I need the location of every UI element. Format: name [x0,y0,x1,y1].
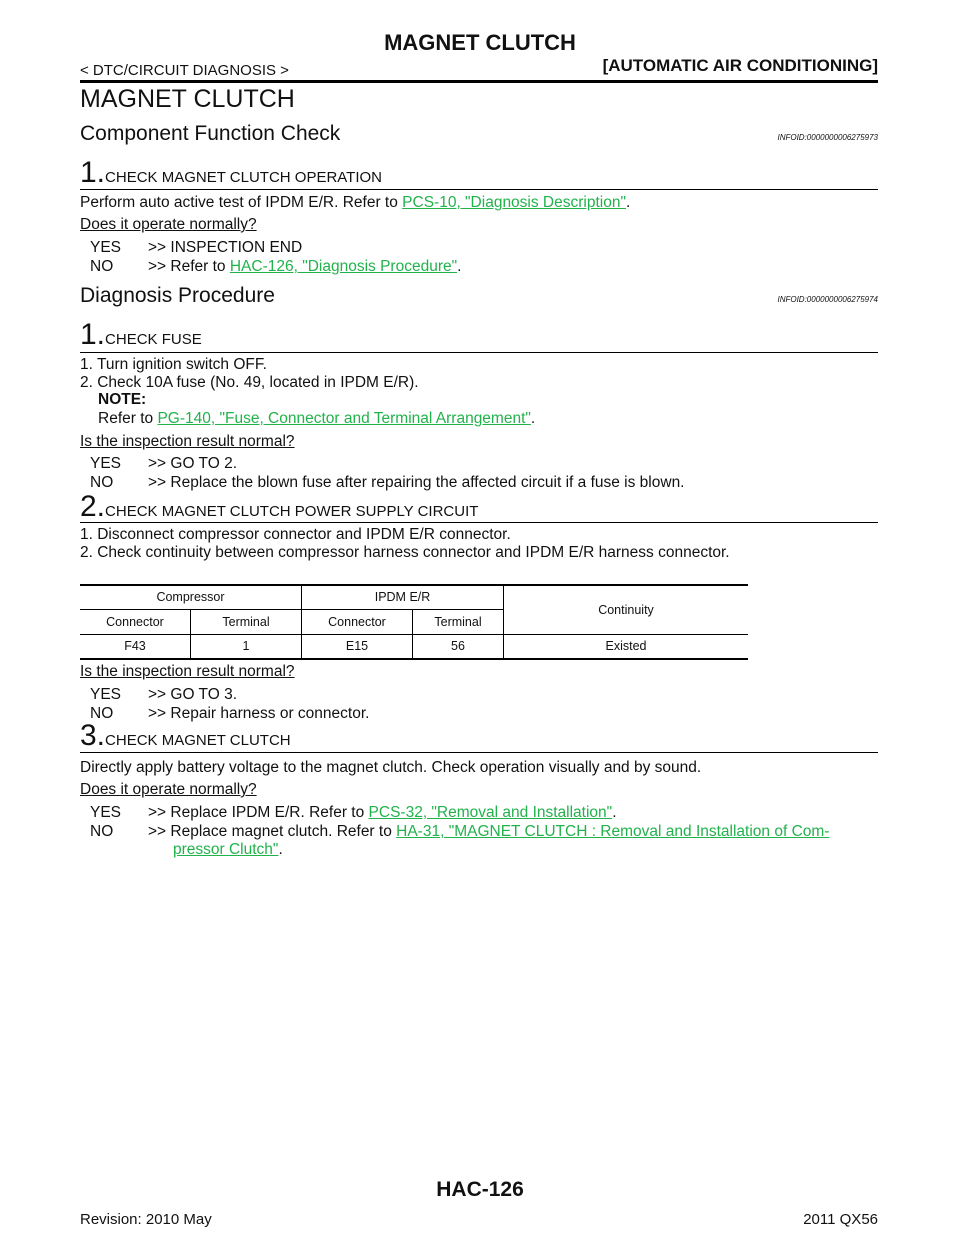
note-label: NOTE: [98,391,147,408]
step-rule [80,352,878,353]
table-cell: F43 [80,634,191,660]
table-cell: Existed [503,634,748,660]
infoid-component-check: INFOID:0000000006275973 [777,133,878,142]
step-title: CHECK MAGNET CLUTCH [105,732,291,749]
link-pcs-10[interactable]: PCS-10, "Diagnosis Description" [402,194,626,211]
text: Refer to [98,410,158,427]
answer-no-label: NO [90,823,114,840]
table-header: Connector [80,608,191,635]
link-pcs-32[interactable]: PCS-32, "Removal and Installation" [368,804,613,821]
text: . [530,410,536,427]
answer-no-label: NO [90,705,114,722]
text: >> Refer to [148,258,230,275]
answer-yes-label: YES [90,686,122,703]
step-title: CHECK MAGNET CLUTCH OPERATION [105,169,383,186]
answer-no-text: >> Replace magnet clutch. Refer to HA-31… [148,822,829,841]
text: . [612,804,617,821]
link-ha-31[interactable]: HA-31, "MAGNET CLUTCH : Removal and Inst… [396,823,830,840]
step-number: 1. [80,156,106,189]
table-header-row: Compressor IPDM E/R Continuity [80,584,748,635]
section-heading-diagnosis: Diagnosis Procedure [80,284,275,307]
table-header: Terminal [190,608,302,635]
answer-no-label: NO [90,474,114,491]
infoid-diagnosis: INFOID:0000000006275974 [777,295,878,304]
table-cell: 56 [412,634,504,660]
table-header: Connector [301,609,413,635]
step-title: CHECK FUSE [105,331,202,348]
answer-yes-text: >> GO TO 2. [148,455,238,472]
answer-no-text-continued: pressor Clutch". [173,840,283,859]
step-rule [80,522,878,523]
link-hac-126[interactable]: HAC-126, "Diagnosis Procedure" [229,258,458,275]
answer-yes-text: >> Replace IPDM E/R. Refer to PCS-32, "R… [148,803,617,822]
text: . [457,258,462,275]
question-text: Does it operate normally? [80,216,257,233]
text: >> Replace IPDM E/R. Refer to [148,804,369,821]
step-number: 2. [80,490,106,523]
step-rule [80,189,878,190]
answer-yes-text: >> GO TO 3. [148,686,238,703]
text: . [278,841,283,858]
model-text: 2011 QX56 [803,1211,878,1228]
step-rule [80,752,878,753]
revision-text: Revision: 2010 May [80,1211,212,1228]
list-item: 2. Check 10A fuse (No. 49, located in IP… [80,374,419,391]
table-header: Terminal [412,609,504,635]
question-text: Is the inspection result normal? [80,663,295,680]
note-text: Refer to PG-140, "Fuse, Connector and Te… [98,409,535,428]
page-title: MAGNET CLUTCH [80,85,295,113]
header-title: MAGNET CLUTCH [384,30,576,55]
answer-no-text: >> Repair harness or connector. [148,705,370,722]
list-item: 1. Disconnect compressor connector and I… [80,526,511,543]
list-item: 2. Check continuity between compressor h… [80,544,730,561]
step-title: CHECK MAGNET CLUTCH POWER SUPPLY CIRCUIT [105,503,479,520]
link-pg-140[interactable]: PG-140, "Fuse, Connector and Terminal Ar… [157,410,531,427]
table-header: Continuity [503,584,748,635]
table-row: F43 1 E15 56 Existed [80,634,748,660]
section-heading-component-check: Component Function Check [80,122,341,145]
step-heading-1: 1.CHECK MAGNET CLUTCH OPERATION [80,158,382,188]
step-heading-3: 3.CHECK MAGNET CLUTCH [80,721,291,751]
table-subheader-row: Connector Terminal Connector Terminal [80,608,748,635]
instruction-text: Directly apply battery voltage to the ma… [80,759,702,776]
link-ha-31-continued[interactable]: pressor Clutch" [173,841,279,858]
table-cell: 1 [190,634,302,660]
question-text: Is the inspection result normal? [80,433,295,450]
table-header: IPDM E/R [301,584,504,610]
step-number: 1. [80,318,106,351]
text: . [625,194,631,211]
question-text: Does it operate normally? [80,781,257,798]
answer-yes-label: YES [90,239,122,256]
header-rule [80,80,878,83]
header-section: < DTC/CIRCUIT DIAGNOSIS > [80,62,289,79]
step-heading-1: 1.CHECK FUSE [80,320,202,350]
answer-yes-text: >> INSPECTION END [148,239,303,256]
text: Perform auto active test of IPDM E/R. Re… [80,194,403,211]
answer-no-text: >> Replace the blown fuse after repairin… [148,474,685,491]
header-category: [AUTOMATIC AIR CONDITIONING] [602,56,878,75]
table-cell: E15 [301,634,413,660]
step-heading-2: 2.CHECK MAGNET CLUTCH POWER SUPPLY CIRCU… [80,492,478,522]
continuity-table: Compressor IPDM E/R Continuity Connector… [80,584,748,660]
table-header: Compressor [80,584,302,609]
answer-yes-label: YES [90,804,122,821]
list-item: 1. Turn ignition switch OFF. [80,356,267,373]
answer-no-text: >> Refer to HAC-126, "Diagnosis Procedur… [148,257,461,276]
page-number: HAC-126 [436,1178,524,1201]
text: >> Replace magnet clutch. Refer to [148,823,397,840]
step-number: 3. [80,719,106,752]
instruction-text: Perform auto active test of IPDM E/R. Re… [80,193,630,212]
answer-yes-label: YES [90,455,122,472]
answer-no-label: NO [90,258,114,275]
